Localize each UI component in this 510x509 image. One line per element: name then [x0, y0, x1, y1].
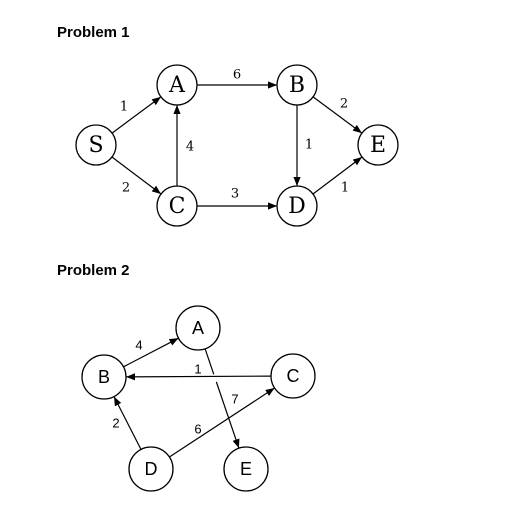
p1-edge-d-to-e-weight: 1: [341, 181, 349, 196]
p2-edge-a-to-e-segment: [204, 348, 215, 375]
p1-node-e-circle: [357, 124, 399, 166]
p1-node-c: C: [156, 185, 198, 227]
problem-2-title: Problem 2: [57, 262, 130, 279]
p1-edge-b-to-e: [312, 96, 363, 134]
p2-node-c-circle: [270, 353, 316, 399]
p2-edge-c-to-b-weight: 1: [194, 361, 201, 376]
p1-node-s-circle: [75, 124, 117, 166]
p1-node-s: S: [75, 124, 117, 166]
p1-edge-c-to-a-weight: 4: [186, 140, 194, 155]
p1-node-s-label: S: [88, 133, 103, 158]
p2-edge-a-to-e-weight: 7: [231, 391, 238, 406]
p1-node-a-label: A: [168, 73, 186, 98]
p1-edge-s-to-c-weight: 2: [122, 181, 130, 196]
p1-node-c-label: C: [169, 194, 186, 219]
p1-edge-s-to-c: [111, 156, 162, 195]
p2-node-e-label: E: [240, 459, 252, 479]
p1-node-a-circle: [156, 64, 198, 106]
p1-node-d-circle: [276, 185, 318, 227]
p1-node-d-label: D: [288, 194, 306, 219]
p2-node-a: A: [175, 305, 221, 351]
problem-2-graph: 4 1 7 2 6 A B C D E: [81, 305, 316, 492]
p1-edge-s-to-a: [111, 96, 162, 134]
p2-node-d-circle: [128, 446, 174, 492]
p2-node-b-label: B: [98, 367, 110, 387]
p1-edge-d-to-e: [312, 156, 363, 195]
p1-node-d: D: [276, 185, 318, 227]
p1-node-e: E: [357, 124, 399, 166]
p2-edge-b-to-a: [123, 337, 179, 368]
p1-node-c-circle: [156, 185, 198, 227]
p2-node-e-circle: [223, 446, 269, 492]
p1-node-a: A: [156, 64, 198, 106]
p2-node-a-circle: [175, 305, 221, 351]
p1-edge-a-to-b-weight: 6: [233, 68, 241, 83]
p2-node-b-circle: [81, 354, 127, 400]
p1-node-b-label: B: [289, 73, 305, 98]
p1-node-b: B: [276, 64, 318, 106]
p1-node-e-label: E: [370, 133, 386, 158]
p2-node-d-label: D: [145, 459, 158, 479]
p2-node-c-label: C: [287, 366, 300, 386]
p1-edge-s-to-a-weight: 1: [120, 100, 128, 115]
p1-node-b-circle: [276, 64, 318, 106]
p2-node-a-label: A: [192, 318, 204, 338]
p2-edge-d-to-b: [113, 396, 142, 450]
p2-node-e: E: [223, 446, 269, 492]
problem-1-title: Problem 1: [57, 24, 130, 41]
p2-edge-d-to-b-weight: 2: [112, 415, 119, 430]
p2-edge-b-to-a-weight: 4: [135, 337, 142, 352]
p2-edge-d-to-c: [169, 387, 275, 458]
p2-edge-d-to-c-weight: 6: [194, 421, 201, 436]
p2-node-c: C: [270, 353, 316, 399]
p1-edge-b-to-d-weight: 1: [305, 138, 313, 153]
p2-edge-c-to-b: [125, 373, 272, 381]
p2-edge-a-to-e: [215, 381, 240, 449]
p2-node-b: B: [81, 354, 127, 400]
p1-edge-c-to-d-weight: 3: [231, 187, 239, 202]
p1-edge-b-to-e-weight: 2: [340, 97, 348, 112]
p2-node-d: D: [128, 446, 174, 492]
